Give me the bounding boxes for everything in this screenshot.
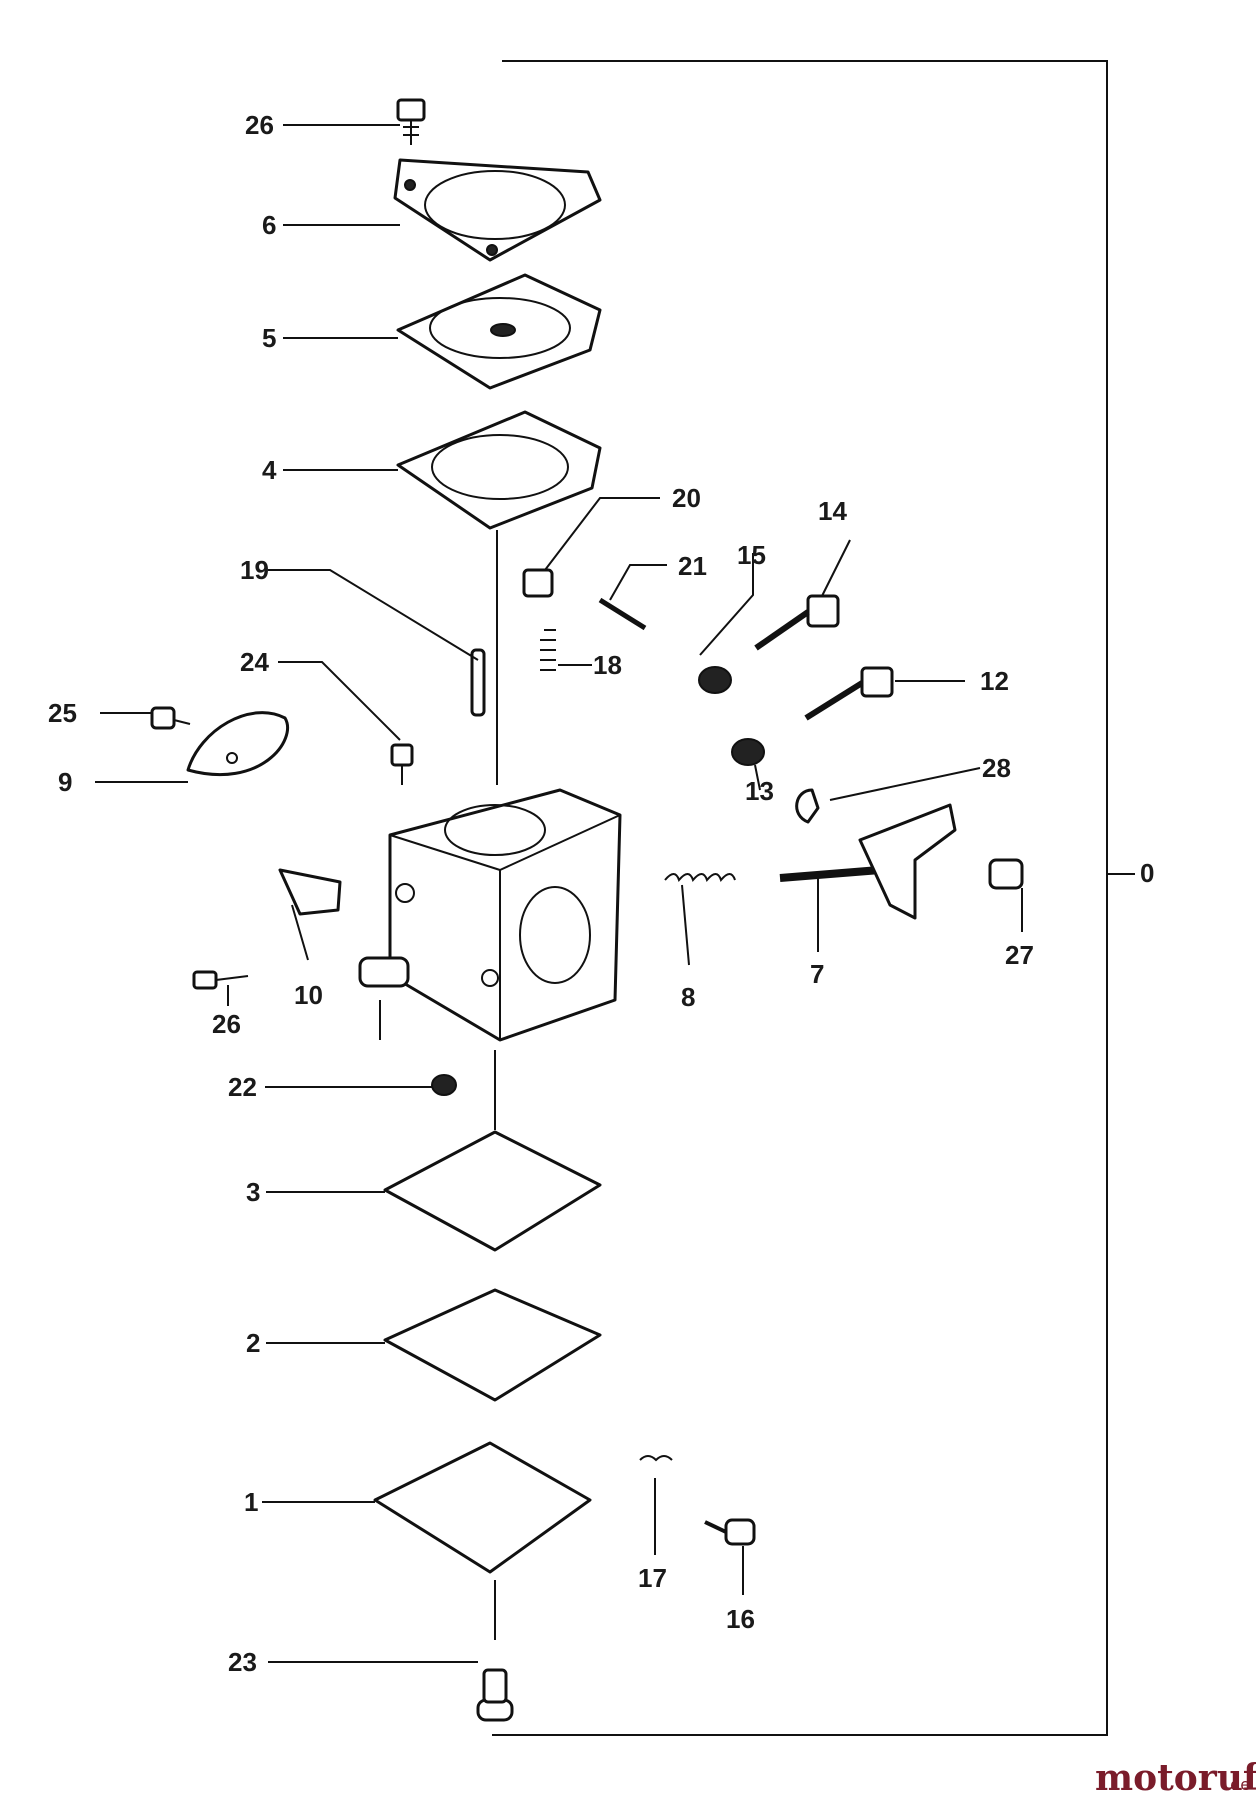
callout-22: 22 [228,1072,257,1102]
gasket-part [396,410,602,785]
callout-10: 10 [294,980,323,1010]
callout-26-top: 26 [245,110,274,140]
callout-17: 17 [638,1563,667,1593]
cover-plate-part [393,158,602,262]
callout-28: 28 [982,753,1011,783]
watermark-brand: motoruf [1095,1757,1256,1799]
callout-labels: 26 6 5 4 20 19 21 15 14 18 24 12 25 9 28… [48,110,1154,1677]
callout-4: 4 [262,455,277,485]
jet-screw-parts [698,594,894,766]
throttle-shaft-parts [431,788,1024,1096]
callout-25: 25 [48,698,77,728]
callout-26-mid: 26 [212,1009,241,1039]
callout-6: 6 [262,210,276,240]
callout-19: 19 [240,555,269,585]
callout-27: 27 [1005,940,1034,970]
callout-21: 21 [678,551,707,581]
watermark: motoruf .de [1095,1757,1256,1799]
callout-2: 2 [246,1328,260,1358]
choke-plate-parts [150,706,289,777]
callout-8: 8 [681,982,695,1012]
callout-5: 5 [262,323,276,353]
callout-1: 1 [244,1487,258,1517]
diaphragm-part [396,273,602,390]
inlet-needle-parts [470,568,647,717]
callout-3: 3 [246,1177,260,1207]
callout-16: 16 [726,1604,755,1634]
lower-gasket-parts [373,1050,602,1640]
callout-12: 12 [980,666,1009,696]
callout-20: 20 [672,483,701,513]
callout-7: 7 [810,959,824,989]
callout-13: 13 [745,776,774,806]
callout-9: 9 [58,767,72,797]
screw-and-bracket-10-parts [192,868,342,990]
callout-23: 23 [228,1647,257,1677]
assembly-bracket [492,60,1135,1736]
callout-15: 15 [737,540,766,570]
carburetor-body-part [358,788,622,1042]
screw-24-part [390,743,414,785]
top-screw-part [396,98,426,145]
leader-lines [95,124,1023,1663]
callout-24: 24 [240,647,269,677]
callout-14: 14 [818,496,847,526]
callout-18: 18 [593,650,622,680]
callout-0: 0 [1140,858,1154,888]
watermark-suffix: .de [1225,1775,1250,1794]
bottom-screw-parts [476,1455,756,1722]
